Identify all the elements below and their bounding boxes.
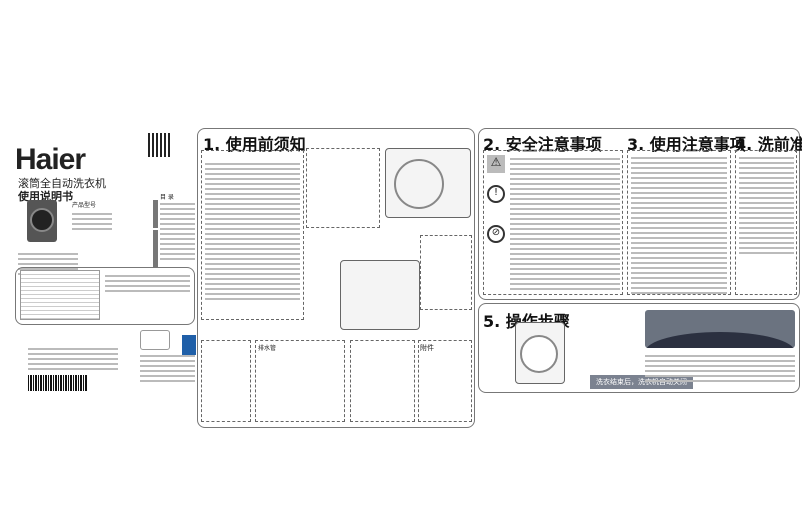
- cover-panel: Haier 滚筒全自动洗衣机 使用说明书 产品型号 目 录: [10, 130, 196, 420]
- brand-logo: Haier: [15, 143, 86, 176]
- accessories-box: [418, 340, 472, 422]
- auto-off-note: 洗衣结束后，洗衣机自动关闭: [590, 375, 693, 389]
- adjust-box: [350, 340, 415, 422]
- qr-code: [148, 133, 172, 157]
- model-label: 产品型号: [72, 202, 97, 209]
- caution-icon: !: [487, 185, 505, 203]
- barcode: [28, 375, 88, 391]
- toc-tab-1: [153, 200, 158, 228]
- hazard-table: [20, 270, 100, 320]
- toc-tab-2: [153, 230, 158, 268]
- product-name: 滚筒全自动洗衣机: [18, 177, 106, 190]
- doc-title: 使用说明书: [18, 190, 73, 203]
- drain-hose-box: [255, 340, 345, 422]
- cert-mark: [140, 330, 170, 350]
- install-notes: [201, 150, 304, 320]
- hazard-table-box: [15, 267, 195, 325]
- product-image: [27, 200, 57, 242]
- machine-diagram-front: [385, 148, 471, 218]
- washer-illustration: [515, 322, 565, 384]
- section-4-title: 4. 洗前准备: [735, 135, 802, 154]
- accessories-label: 附件: [420, 344, 434, 352]
- section-2-4-panel: [478, 128, 800, 300]
- usage-notes: [627, 150, 731, 295]
- tip-box: [420, 235, 472, 310]
- brand-badge: [182, 335, 196, 355]
- toc-title: 目 录: [160, 194, 174, 201]
- prep-notes: [735, 150, 797, 295]
- section-1-title: 1. 使用前须知: [203, 135, 306, 154]
- safety-notes: [483, 150, 623, 295]
- leveling-box: [201, 340, 251, 422]
- warning-icon: ⚠: [487, 155, 505, 173]
- section-2-title: 2. 安全注意事项: [483, 135, 602, 154]
- section-1-panel: [197, 128, 475, 428]
- section-3-title: 3. 使用注意事项: [627, 135, 746, 154]
- section-5-panel: [478, 303, 800, 393]
- prohibit-icon: ⊘: [487, 225, 505, 243]
- machine-diagram-back: [340, 260, 420, 330]
- drain-hose-label: 排水管: [258, 345, 277, 352]
- detergent-box-note: [306, 148, 380, 228]
- control-panel-image: [645, 310, 795, 348]
